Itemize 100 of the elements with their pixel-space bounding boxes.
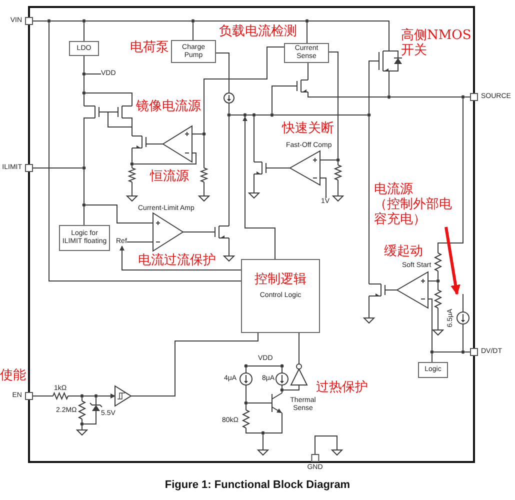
resistor-symbol bbox=[128, 168, 136, 182]
wire bbox=[390, 96, 462, 98]
resistor-symbol bbox=[200, 168, 208, 182]
annotation-text: 缓起动 bbox=[384, 244, 423, 259]
wire bbox=[368, 296, 370, 318]
annotation-text: （控制外部电容充电） bbox=[374, 197, 453, 227]
ground-symbol bbox=[332, 196, 344, 202]
junction-dot bbox=[430, 350, 434, 354]
mosfet-symbol bbox=[296, 80, 308, 92]
schmitt-buffer-symbol bbox=[114, 385, 132, 407]
ground-symbol bbox=[126, 196, 138, 202]
wire bbox=[298, 332, 300, 364]
function-block bbox=[284, 43, 329, 63]
ground-symbol bbox=[76, 430, 88, 436]
ground-symbol bbox=[256, 450, 270, 456]
resistor-symbol bbox=[242, 410, 250, 428]
junction-dot bbox=[82, 72, 86, 76]
wire bbox=[216, 52, 230, 94]
inverter-symbol bbox=[290, 364, 308, 386]
wire bbox=[283, 384, 300, 390]
zener-diode-symbol bbox=[90, 402, 102, 411]
mosfet-symbol bbox=[132, 136, 146, 148]
wire bbox=[85, 204, 154, 224]
wire bbox=[368, 60, 380, 114]
wire bbox=[264, 412, 282, 434]
resistor-symbol bbox=[334, 164, 342, 180]
wire bbox=[133, 152, 196, 164]
ground-symbol bbox=[222, 256, 236, 262]
wire bbox=[272, 86, 298, 114]
wire bbox=[97, 394, 116, 398]
annotation-text: 电荷泵 bbox=[130, 40, 169, 55]
annotation-text: 使能 bbox=[0, 368, 26, 383]
junction-dot bbox=[82, 166, 86, 170]
current-source-symbol bbox=[224, 92, 234, 104]
wire bbox=[306, 22, 308, 44]
function-block bbox=[418, 362, 448, 378]
resistor-symbol bbox=[78, 400, 86, 420]
current-mirror-symbol bbox=[84, 106, 132, 128]
wire bbox=[228, 116, 230, 226]
junction-dot bbox=[261, 431, 265, 435]
wire bbox=[428, 280, 437, 282]
wire bbox=[438, 98, 464, 254]
wire bbox=[50, 20, 83, 22]
junction-dot bbox=[336, 158, 340, 162]
wire bbox=[464, 96, 470, 98]
wire bbox=[314, 436, 338, 454]
op-amp-symbol bbox=[162, 125, 192, 163]
mosfet-symbol bbox=[368, 284, 386, 296]
junction-dot bbox=[367, 113, 371, 117]
wire bbox=[242, 116, 276, 260]
current-source-symbol bbox=[456, 294, 470, 324]
resistor-symbol bbox=[434, 252, 442, 272]
junction-dot bbox=[280, 388, 284, 392]
junction-dot bbox=[130, 162, 134, 166]
wire bbox=[255, 114, 271, 116]
annotation-text: 电流源 bbox=[374, 182, 414, 197]
junction-dot bbox=[94, 394, 98, 398]
junction-dot bbox=[461, 95, 465, 99]
wire bbox=[130, 332, 258, 396]
wire bbox=[328, 52, 338, 159]
op-amp-symbol bbox=[396, 271, 428, 309]
figure-caption: Figure 1: Functional Block Diagram bbox=[164, 479, 352, 492]
wire bbox=[204, 46, 284, 133]
function-block bbox=[59, 225, 110, 251]
junction-dot bbox=[305, 19, 309, 23]
junction-dot bbox=[243, 113, 247, 117]
wire bbox=[192, 22, 194, 40]
ground-symbol bbox=[248, 192, 260, 199]
wire bbox=[246, 114, 253, 116]
junction-dot bbox=[244, 401, 248, 405]
npn-transistor-symbol bbox=[272, 392, 282, 414]
junction-dot bbox=[461, 350, 465, 354]
wire bbox=[85, 92, 132, 106]
wire bbox=[32, 20, 48, 22]
annotation-text: 过热保护 bbox=[316, 380, 368, 395]
wire bbox=[462, 324, 464, 351]
function-block bbox=[241, 259, 320, 333]
function-block bbox=[171, 40, 216, 63]
junction-dot bbox=[82, 91, 86, 95]
annotation-text: 高侧NMOS开关 bbox=[401, 28, 472, 58]
junction-dot bbox=[436, 279, 440, 283]
junction-dot bbox=[82, 203, 86, 207]
junction-dot bbox=[80, 422, 84, 426]
current-source-symbol bbox=[276, 372, 288, 386]
leader-arrow bbox=[444, 226, 460, 295]
junction-dot bbox=[202, 132, 206, 136]
junction-dot bbox=[244, 364, 248, 368]
wire bbox=[228, 238, 230, 256]
wire bbox=[368, 116, 370, 284]
wire bbox=[320, 178, 326, 198]
mosfet-symbol bbox=[254, 162, 266, 174]
junction-dot bbox=[280, 364, 284, 368]
junction-dot bbox=[47, 19, 51, 23]
wire bbox=[120, 246, 242, 270]
ground-symbol bbox=[432, 330, 444, 336]
mosfet-symbol bbox=[378, 50, 402, 72]
wire bbox=[428, 298, 432, 351]
annotation-text: 电流过流保护 bbox=[138, 253, 216, 268]
wire bbox=[308, 92, 388, 98]
wire bbox=[308, 20, 390, 52]
